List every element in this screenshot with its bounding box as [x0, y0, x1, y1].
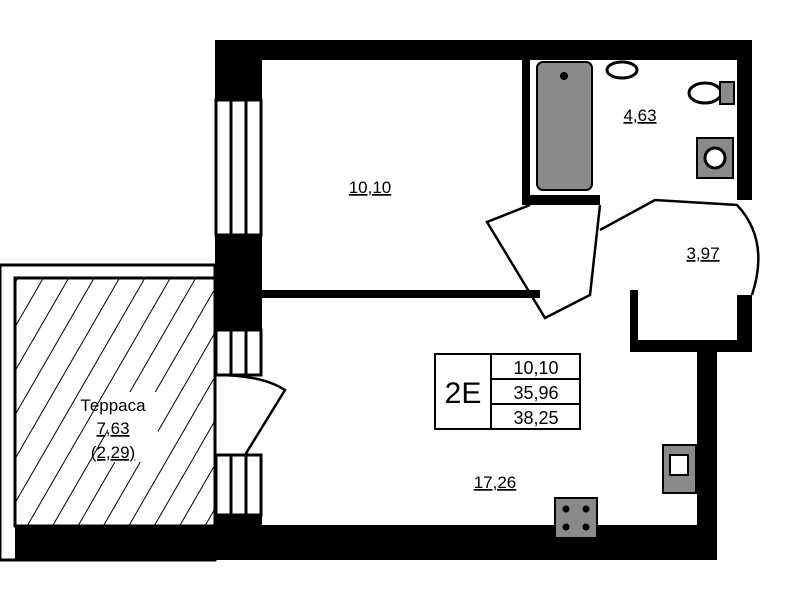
kitchen-sink-icon: [662, 444, 697, 494]
bathtub-icon: [536, 61, 593, 191]
bedroom-area: 10,10: [349, 178, 392, 197]
terrace-area: 7,63: [96, 419, 129, 438]
living-kitchen-area: 17,26: [474, 473, 517, 492]
doors: [215, 198, 760, 456]
toilet-icon: [687, 81, 735, 105]
hallway-area: 3,97: [686, 244, 719, 263]
summary-living-area: 10,10: [513, 358, 558, 378]
washing-machine-icon: [696, 137, 734, 179]
summary-total-area: 35,96: [513, 383, 558, 403]
stove-icon: [554, 497, 598, 539]
unit-code: 2E: [445, 377, 482, 410]
fixtures: [536, 60, 735, 539]
unit-summary-table: 2E 10,10 35,96 38,25: [434, 353, 581, 430]
bathroom-area: 4,63: [623, 106, 656, 125]
terrace-name: Терраса: [80, 396, 146, 415]
walls: [15, 40, 752, 560]
summary-total-with-terrace: 38,25: [513, 408, 558, 428]
terrace-reduced-area: (2,29): [91, 443, 135, 462]
sink-icon: [605, 60, 639, 80]
